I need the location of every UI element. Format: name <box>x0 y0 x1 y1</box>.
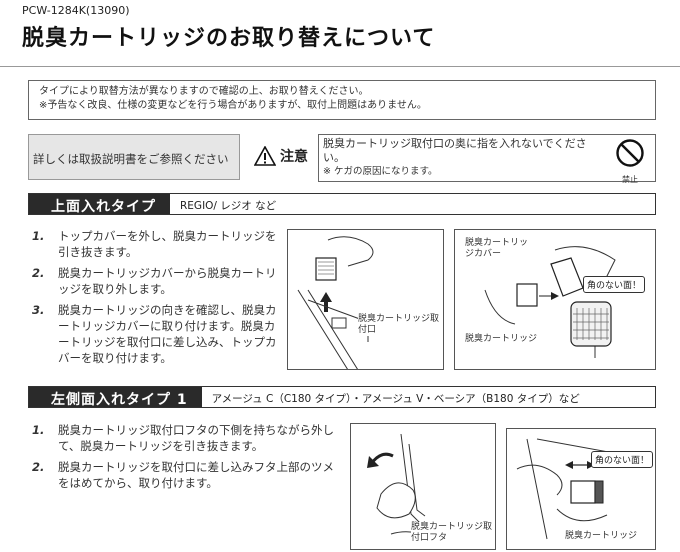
caution-label: 注意 <box>254 146 308 166</box>
section-header-left-insert: 左側面入れタイプ 1 アメージュ C（C180 タイプ）・アメージュ V・ベーシ… <box>28 386 656 408</box>
caution-box: 脱臭カートリッジ取付口の奥に指を入れないでください。 ※ ケガの原因になります。… <box>318 134 656 184</box>
step-item: 1. トップカバーを外し、脱臭カートリッジを引き抜きます。 <box>32 229 277 259</box>
callout-inlet: 脱臭カートリッジ取付口 <box>358 314 443 336</box>
section-label: 左側面入れタイプ 1 <box>29 387 202 408</box>
section-label: 上面入れタイプ <box>29 194 170 215</box>
illustration-top-attach: 脱臭カートリッジカバー 角のない面！ 脱臭カートリッジ <box>454 229 656 370</box>
step-item: 1. 脱臭カートリッジ取付口フタの下側を持ちながら外して、脱臭カートリッジを引き… <box>32 423 334 453</box>
prohibit-sign: 禁止 <box>613 138 647 187</box>
side-attach-illustration <box>516 438 648 540</box>
callout-cover: 脱臭カートリッジカバー <box>465 238 535 260</box>
warning-icon <box>254 146 276 166</box>
page-title: 脱臭カートリッジのお取り替えについて <box>22 26 436 51</box>
prohibit-icon <box>616 139 644 167</box>
caution-text: 注意 <box>280 149 308 165</box>
notice-box: タイプにより取替方法が異なりますので確認の上、お取り替えください。 ※予告なく改… <box>28 80 656 120</box>
callout-cartridge: 脱臭カートリッジ <box>565 531 638 542</box>
callout-corner: 角のない面！ <box>583 276 646 293</box>
illustration-top-remove: 脱臭カートリッジ取付口 <box>287 229 444 370</box>
callout-cartridge: 脱臭カートリッジ <box>465 334 538 345</box>
section-desc: アメージュ C（C180 タイプ）・アメージュ V・ベーシア（B180 タイプ）… <box>211 393 580 405</box>
section1-steps: 1. トップカバーを外し、脱臭カートリッジを引き抜きます。 2. 脱臭カートリッ… <box>32 228 282 371</box>
cartridge-attach-illustration <box>484 246 616 358</box>
callout-corner: 角のない面！ <box>591 451 654 468</box>
prohibit-label: 禁止 <box>622 175 638 184</box>
illustration-side-attach: 角のない面！ 脱臭カートリッジ <box>506 428 656 550</box>
step-item: 2. 脱臭カートリッジを取付口に差し込みフタ上部のツメをはめてから、取り付けます… <box>32 460 334 490</box>
illustration-side-remove: 脱臭カートリッジ取付口フタ <box>350 423 496 550</box>
caution-message: 脱臭カートリッジ取付口の奥に指を入れないでください。 <box>323 137 587 164</box>
step-item: 3. 脱臭カートリッジの向きを確認し、脱臭カートリッジカバーに取り付けます。脱臭… <box>32 303 277 365</box>
section2-steps: 1. 脱臭カートリッジ取付口フタの下側を持ちながら外して、脱臭カートリッジを引き… <box>32 422 344 496</box>
divider <box>0 66 680 67</box>
caution-sub: ※ ケガの原因になります。 <box>323 166 438 177</box>
callout-lid: 脱臭カートリッジ取付口フタ <box>411 522 495 544</box>
model-number: PCW-1284K(13090) <box>22 4 130 17</box>
step-item: 2. 脱臭カートリッジカバーから脱臭カートリッジを取り外します。 <box>32 266 277 296</box>
notice-line-1: タイプにより取替方法が異なりますので確認の上、お取り替えください。 <box>39 86 369 97</box>
section-header-top-insert: 上面入れタイプ REGIO/ レジオ など <box>28 193 656 215</box>
section-desc: REGIO/ レジオ など <box>180 200 277 212</box>
notice-line-2: ※予告なく改良、仕様の変更などを行う場合がありますが、取付上問題はありません。 <box>39 100 427 111</box>
manual-reference-box: 詳しくは取扱説明書をご参照ください <box>28 134 240 180</box>
cartridge-removal-illustration <box>297 236 374 369</box>
